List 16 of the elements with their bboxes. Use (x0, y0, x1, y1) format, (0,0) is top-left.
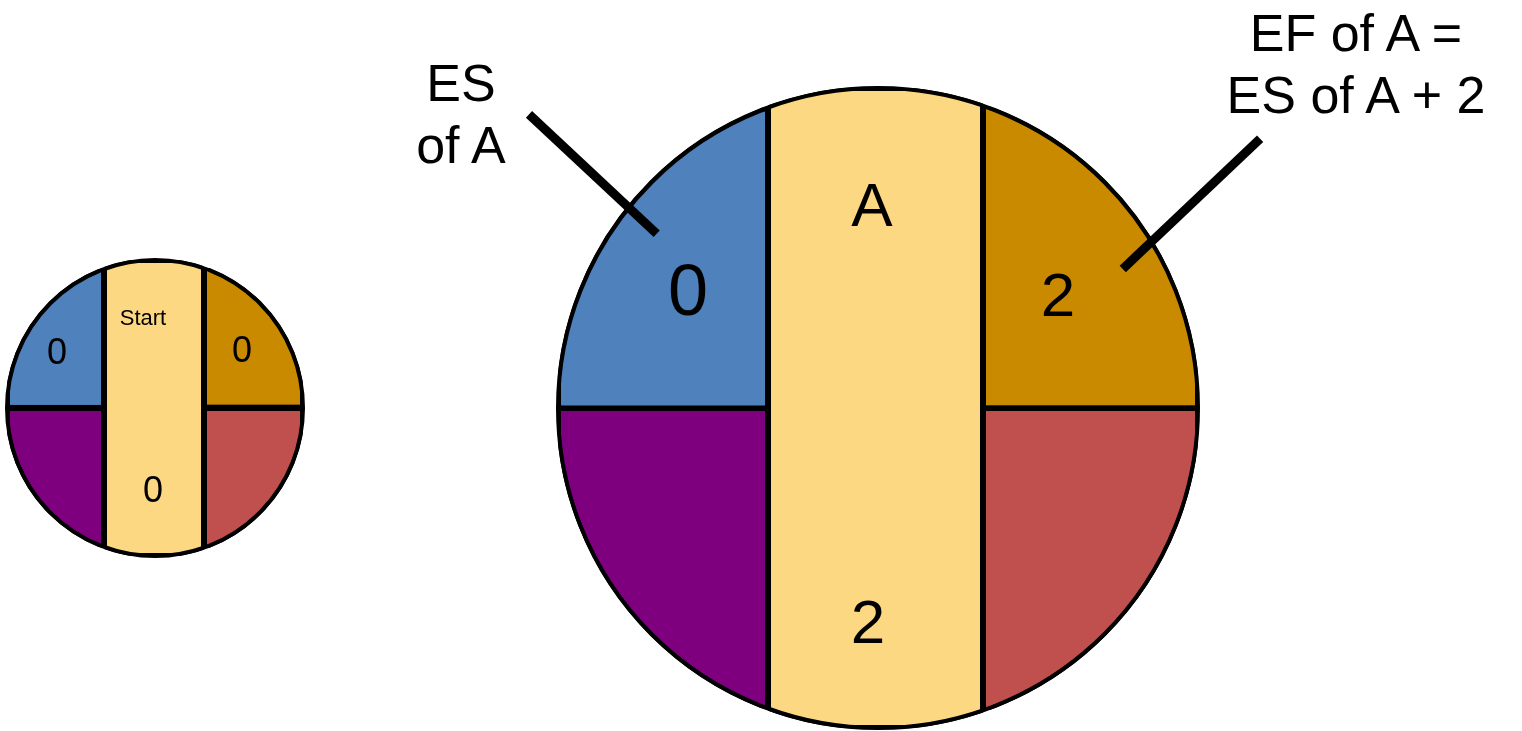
annotation-text: EF of A = ES of A + 2 (1215, 2, 1497, 127)
node-circle (5, 258, 305, 558)
annotation-text: ES of A (405, 52, 517, 177)
leader-line (525, 111, 660, 237)
sector-text: 0 (47, 334, 67, 370)
sector-text: 0 (232, 332, 252, 368)
circle-sector (104, 260, 204, 556)
node-circle (556, 86, 1200, 730)
sector-text: 2 (1040, 264, 1076, 326)
sector-text: 2 (850, 591, 886, 653)
sector-text: 0 (668, 254, 708, 326)
circle-sector (768, 88, 983, 728)
sector-text: A (851, 174, 893, 236)
sector-text: Start (119, 307, 167, 329)
leader-line (1119, 135, 1264, 273)
sector-text: 0 (143, 472, 163, 508)
